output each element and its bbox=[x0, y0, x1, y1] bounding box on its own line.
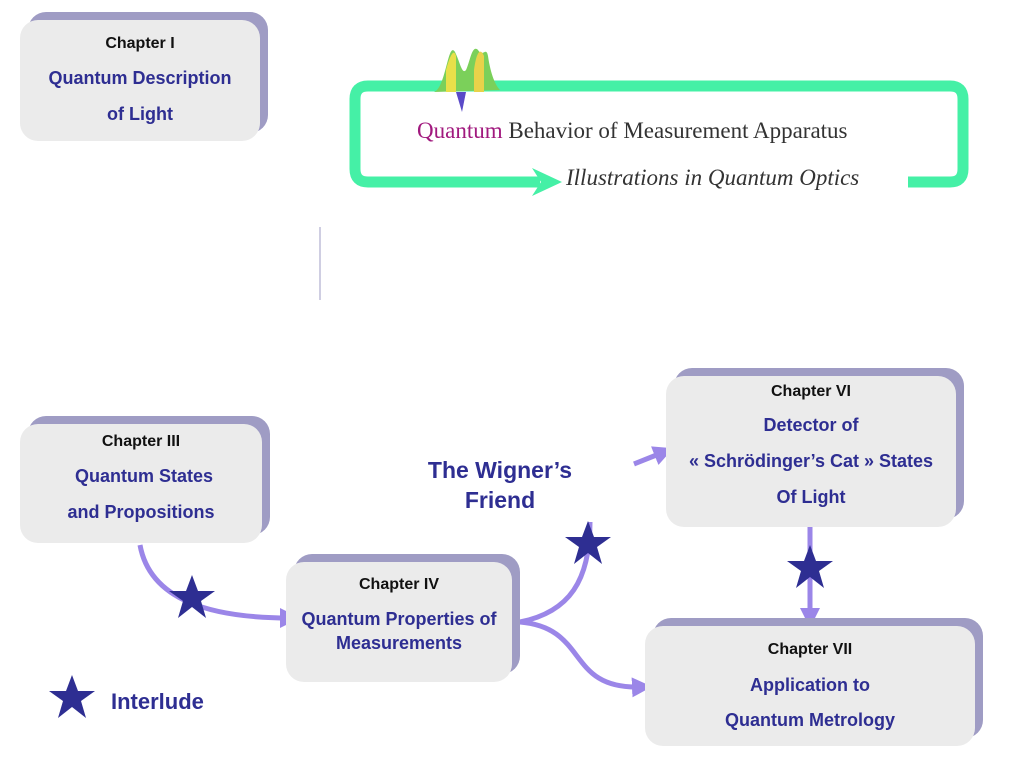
wigner-friend-line1: The Wigner’s bbox=[427, 457, 573, 483]
wigner-friend-line2: Friend bbox=[464, 487, 536, 513]
chapter-1-card: Chapter I Quantum Description of Light bbox=[20, 12, 268, 141]
chapter-3-title-line2: and Propositions bbox=[67, 502, 215, 522]
banner-arrowhead bbox=[532, 168, 562, 196]
interlude-star-icon-1 bbox=[169, 575, 215, 618]
wigner-function-icon bbox=[434, 48, 500, 112]
banner-title: Quantum Behavior of Measurement Apparatu… bbox=[417, 118, 848, 144]
interlude-star-icon-3 bbox=[787, 545, 833, 588]
legend-label: Interlude bbox=[111, 689, 204, 714]
wigner-friend-label: The Wigner’s Friend bbox=[400, 455, 600, 515]
chapter-3-title-line1: Quantum States bbox=[74, 466, 214, 486]
chapter-6-title-line2: « Schrödinger’s Cat » States bbox=[688, 451, 934, 471]
chapter-6-title-line3: Of Light bbox=[776, 487, 846, 507]
legend-star-icon bbox=[49, 675, 95, 718]
chapter-6-card: Chapter VI Detector of « Schrödinger’s C… bbox=[666, 368, 964, 527]
chapter-1-label: Chapter I bbox=[105, 35, 175, 52]
arrow-into-ch6 bbox=[633, 446, 674, 467]
chapter-7-card: Chapter VII Application to Quantum Metro… bbox=[645, 618, 983, 746]
chapter-4-label: Chapter IV bbox=[358, 576, 439, 593]
chapter-6-label: Chapter VI bbox=[770, 383, 851, 400]
banner-title-quantum: Quantum bbox=[417, 118, 503, 143]
interlude-star-icon-2 bbox=[565, 521, 611, 564]
arrow-ch4-to-ch7 bbox=[519, 619, 652, 698]
chapter-6-title-line1: Detector of bbox=[763, 415, 859, 435]
chapter-7-label: Chapter VII bbox=[767, 641, 853, 658]
chapter-4-title-line1: Quantum Properties of bbox=[301, 609, 497, 629]
chapter-7-title-line2: Quantum Metrology bbox=[725, 710, 895, 730]
chapter-3-card: Chapter III Quantum States and Propositi… bbox=[20, 416, 270, 543]
banner-title-rest: Behavior of Measurement Apparatus bbox=[502, 118, 848, 143]
chapter-4-title-line2: Measurements bbox=[335, 633, 463, 653]
chapter-1-title-line2: of Light bbox=[107, 104, 173, 124]
chapter-3-label: Chapter III bbox=[101, 433, 181, 450]
chapter-7-title-line1: Application to bbox=[750, 675, 870, 695]
chapter-4-card: Chapter IV Quantum Properties of Measure… bbox=[286, 554, 520, 682]
banner-subtitle: Illustrations in Quantum Optics bbox=[566, 165, 860, 190]
chapter-1-title-line1: Quantum Description bbox=[48, 68, 232, 88]
banner-frame bbox=[349, 80, 555, 188]
